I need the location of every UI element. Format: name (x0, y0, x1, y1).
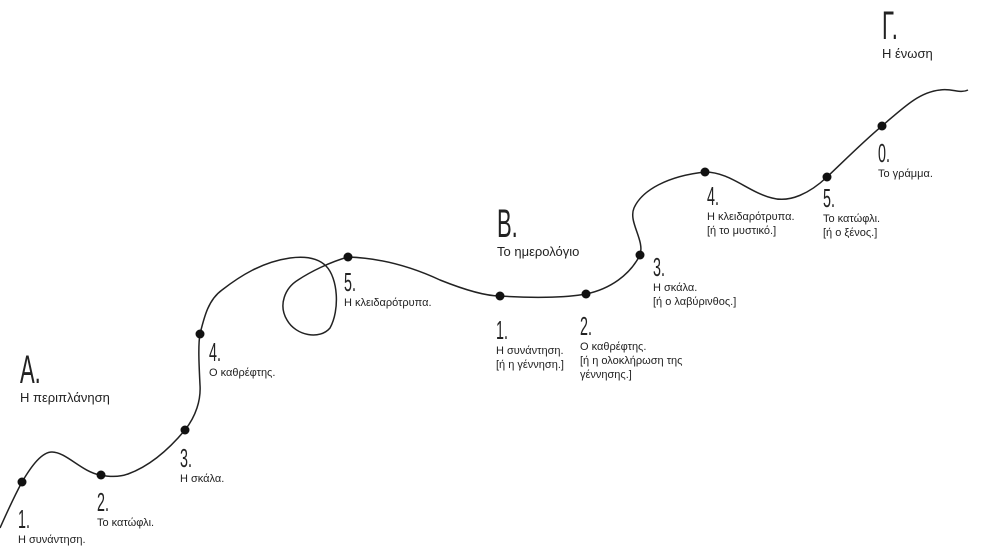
station-num: 3. (180, 443, 192, 473)
station-dot (96, 470, 106, 480)
station-line1: Το κατώφλι. (97, 517, 155, 529)
station-line3: γέννησης.] (580, 369, 632, 381)
station-label: 5.Το κατώφλι. [ή ο ξένος.] (823, 183, 881, 240)
section-title: Η περιπλάνηση (20, 390, 110, 405)
station-label: 3.Η σκάλα. (180, 443, 225, 486)
station-dot (635, 250, 645, 260)
station-line1: Ο καθρέφτης. (209, 367, 276, 379)
station-line2: [ή ο λαβύρινθος.] (653, 296, 737, 308)
station-label: 1.Η συνάντηση. (18, 504, 86, 546)
station-line1: Η σκάλα. (653, 282, 698, 294)
station-line1: Η συνάντηση. (18, 534, 86, 546)
journey-line (0, 88, 969, 529)
station-num: 0. (878, 138, 890, 168)
station-dot (581, 289, 591, 299)
station-dot (700, 167, 710, 177)
station-num: 5. (823, 183, 835, 213)
station-label: 1.Η συνάντηση. [ή η γέννηση.] (496, 315, 564, 372)
station-label: 2.Το κατώφλι. (97, 487, 155, 530)
station-line1: Η συνάντηση. (496, 345, 564, 357)
station-num: 2. (97, 487, 109, 517)
section-b: B. Το ημερολόγιο (497, 202, 580, 260)
station-line1: Η σκάλα. (180, 473, 225, 485)
station-dot (17, 477, 27, 487)
station-label: 4.Η κλειδαρότρυπα. [ή το μυστικό.] (707, 181, 795, 238)
section-letter: A. (20, 348, 41, 392)
station-num: 5. (344, 267, 356, 297)
station-num: 1. (496, 315, 508, 345)
section-letter: Γ. (882, 4, 898, 48)
station-line2: [ή η γέννηση.] (496, 359, 564, 371)
station-dot (822, 172, 832, 182)
station-dot (195, 329, 205, 339)
station-line1: Το γράμμα. (878, 168, 933, 180)
station-label: 3.Η σκάλα. [ή ο λαβύρινθος.] (653, 252, 737, 309)
station-label: 4.Ο καθρέφτης. (209, 337, 276, 380)
station-num: 1. (18, 504, 30, 534)
station-line1: Η κλειδαρότρυπα. (344, 297, 432, 309)
station-label: 0.Το γράμμα. (878, 138, 933, 181)
station-num: 4. (707, 181, 719, 211)
station-dot (343, 252, 353, 262)
station-num: 4. (209, 337, 221, 367)
station-dot (877, 121, 887, 131)
station-label: 2.Ο καθρέφτης. [ή η ολοκλήρωση της γέννηση… (580, 311, 683, 382)
station-num: 3. (653, 252, 665, 282)
section-a: A. Η περιπλάνηση (20, 348, 110, 406)
station-line2: [ή ο ξένος.] (823, 227, 878, 239)
section-title: Η ένωση (882, 46, 933, 61)
station-line1: Η κλειδαρότρυπα. (707, 211, 795, 223)
station-label: 5.Η κλειδαρότρυπα. (344, 267, 432, 310)
station-line2: [ή το μυστικό.] (707, 225, 777, 237)
station-dot (180, 425, 190, 435)
station-num: 2. (580, 311, 592, 341)
section-c: Γ. Η ένωση (882, 4, 933, 62)
section-title: Το ημερολόγιο (497, 244, 580, 259)
station-line2: [ή η ολοκλήρωση της (580, 355, 683, 367)
station-dot (495, 291, 505, 301)
section-letter: B. (497, 202, 518, 246)
station-line1: Ο καθρέφτης. (580, 341, 647, 353)
station-line1: Το κατώφλι. (823, 213, 881, 225)
